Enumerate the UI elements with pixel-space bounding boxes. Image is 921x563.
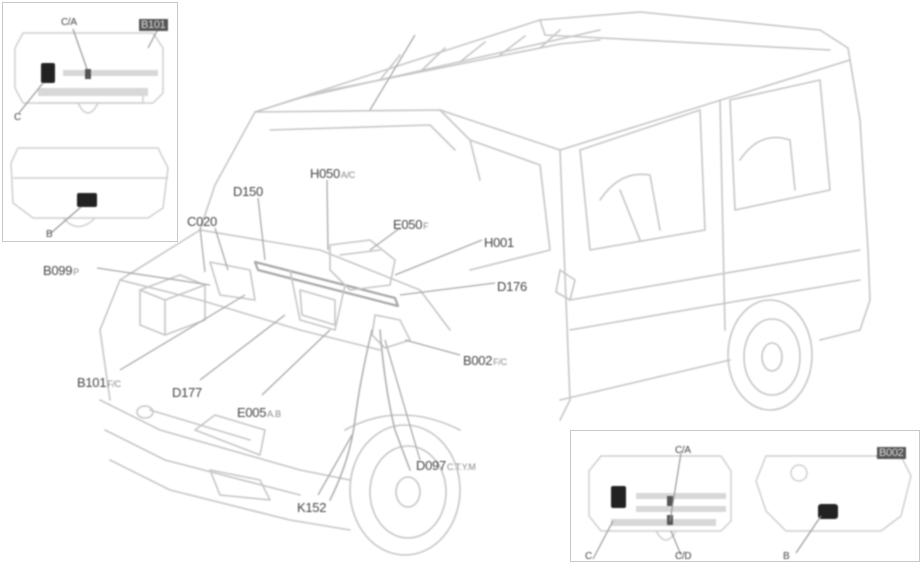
callout-d177: D177 bbox=[172, 385, 203, 400]
callout-suffix: F bbox=[423, 221, 429, 231]
callout-suffix: F/C bbox=[107, 379, 121, 389]
inset-top-left: C/A B101 C B bbox=[2, 2, 178, 242]
inset-label-ca: C/A bbox=[61, 17, 77, 28]
callout-suffix: A.B bbox=[267, 409, 281, 419]
callout-b099: B099P bbox=[43, 263, 79, 278]
callout-suffix: F/C bbox=[493, 357, 507, 367]
inset-bottom-right: C/A B002 C C/D B bbox=[570, 430, 920, 562]
callout-id: B099 bbox=[43, 263, 73, 278]
callout-id: D097 bbox=[416, 458, 446, 473]
inset-label-b: B bbox=[783, 551, 790, 562]
callout-suffix: C.T.Y.M bbox=[446, 462, 476, 472]
callout-id: E050 bbox=[393, 217, 423, 232]
callout-d150: D150 bbox=[233, 184, 264, 199]
callout-b101: B101F/C bbox=[77, 375, 121, 390]
callout-id: D150 bbox=[233, 184, 263, 199]
connector-detail-drawing bbox=[588, 452, 912, 560]
callout-id: H050 bbox=[310, 166, 340, 181]
inset-label-ca: C/A bbox=[675, 445, 691, 456]
callout-id: C020 bbox=[187, 214, 217, 229]
inset-label-cd: C/D bbox=[675, 551, 692, 562]
inset-label-b: B bbox=[46, 229, 53, 240]
inset-label-b002: B002 bbox=[877, 447, 906, 459]
callout-d176: D176 bbox=[497, 279, 528, 294]
callout-e050: E050F bbox=[393, 217, 429, 232]
callout-b002: B002F/C bbox=[463, 353, 507, 368]
callout-id: H001 bbox=[484, 235, 514, 250]
callout-suffix: P bbox=[73, 267, 79, 277]
inset-label-c: C bbox=[585, 551, 592, 562]
connector-detail-drawing bbox=[10, 28, 169, 234]
callout-c020: C020 bbox=[187, 214, 218, 229]
callout-id: E005 bbox=[237, 405, 267, 420]
callout-id: B101 bbox=[77, 375, 107, 390]
inset-label-c: C bbox=[14, 112, 21, 123]
inset-label-b101: B101 bbox=[139, 19, 168, 31]
callout-id: D177 bbox=[172, 385, 202, 400]
callout-k152: K152 bbox=[297, 500, 327, 515]
callout-d097: D097C.T.Y.M bbox=[416, 458, 476, 473]
callout-id: B002 bbox=[463, 353, 493, 368]
callout-suffix: A/C bbox=[340, 170, 355, 180]
callout-id: D176 bbox=[497, 279, 527, 294]
callout-id: K152 bbox=[297, 500, 327, 515]
callout-e005: E005A.B bbox=[237, 405, 281, 420]
callout-h001: H001 bbox=[484, 235, 515, 250]
callout-h050: H050A/C bbox=[310, 166, 355, 181]
